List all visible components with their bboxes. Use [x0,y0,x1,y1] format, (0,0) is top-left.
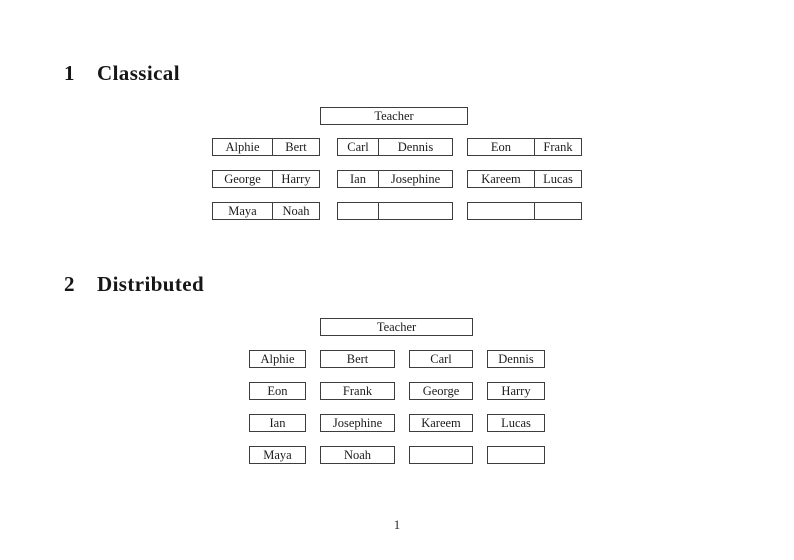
desk-single: Carl [409,350,473,368]
desk-single: Dennis [487,350,545,368]
desk-single: Maya [249,446,306,464]
desk-seat-right: Frank [543,140,573,154]
desk-seat-left: Kareem [468,171,535,187]
desk-seat-left: Alphie [213,139,273,155]
desk-seat-left [468,203,535,219]
desk-single: George [409,382,473,400]
desk-single-empty [409,446,473,464]
desk-pair-empty [337,202,453,220]
desk-single: Alphie [249,350,306,368]
desk-single-empty [487,446,545,464]
desk-seat-right: Noah [282,204,310,218]
desk-seat-left: George [213,171,273,187]
section-heading-classical: 1 Classical [64,61,180,86]
desk-seat-right: Lucas [543,172,573,186]
desk-seat-right: Josephine [390,172,441,186]
section-number: 2 [64,272,75,296]
section-heading-distributed: 2 Distributed [64,272,204,297]
desk-seat-right: Harry [281,172,311,186]
desk-single: Bert [320,350,395,368]
desk-single: Eon [249,382,306,400]
desk-single: Ian [249,414,306,432]
desk-pair: Alphie Bert [212,138,320,156]
teacher-box: Teacher [320,318,473,336]
desk-pair: Carl Dennis [337,138,453,156]
desk-pair: Eon Frank [467,138,582,156]
section-title: Distributed [97,272,205,296]
desk-seat-left: Eon [468,139,535,155]
desk-single: Josephine [320,414,395,432]
desk-pair: George Harry [212,170,320,188]
desk-pair: Kareem Lucas [467,170,582,188]
desk-single: Frank [320,382,395,400]
desk-seat-left: Maya [213,203,273,219]
desk-seat-left: Carl [338,139,379,155]
desk-single: Lucas [487,414,545,432]
teacher-box: Teacher [320,107,468,125]
desk-seat-right: Bert [285,140,307,154]
page-number: 1 [393,517,401,532]
desk-single: Kareem [409,414,473,432]
desk-seat-left: Ian [338,171,379,187]
desk-pair-empty [467,202,582,220]
desk-single: Harry [487,382,545,400]
section-title: Classical [97,61,180,85]
desk-seat-right [535,203,581,219]
desk-single: Noah [320,446,395,464]
desk-seat-left [338,203,379,219]
desk-pair: Maya Noah [212,202,320,220]
desk-seat-right [379,203,452,219]
desk-seat-right: Dennis [397,140,434,154]
section-number: 1 [64,61,75,85]
desk-pair: Ian Josephine [337,170,453,188]
